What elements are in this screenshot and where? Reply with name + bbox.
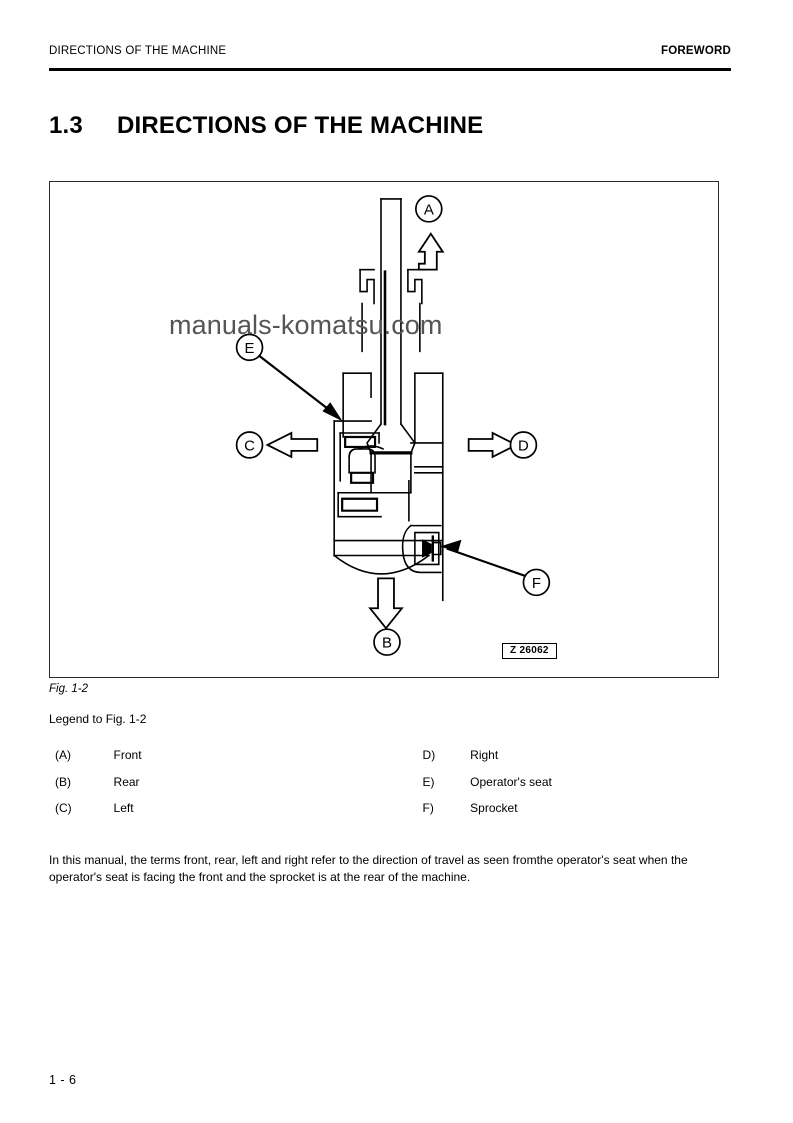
legend-value-a: Front <box>113 748 142 762</box>
legend-key-c: (C) <box>55 801 72 815</box>
section-heading-text: DIRECTIONS OF THE MACHINE <box>117 112 484 140</box>
legend-title: Legend to Fig. 1-2 <box>49 712 147 726</box>
machine-top-view-diagram: A B C D E F <box>235 195 551 656</box>
legend-value-d: Right <box>470 748 499 762</box>
callout-bubble-a: A <box>415 195 443 223</box>
svg-text:B: B <box>382 635 392 652</box>
body-paragraph: In this manual, the terms front, rear, l… <box>49 853 688 884</box>
callout-bubble-e: E <box>235 333 264 362</box>
svg-text:F: F <box>532 575 541 592</box>
header-rule <box>49 68 731 71</box>
section-number: 1.3 <box>49 112 83 140</box>
page-title: 1.3 DIRECTIONS OF THE MACHINE <box>49 112 731 140</box>
legend-value-b: Rear <box>113 774 140 789</box>
svg-text:D: D <box>518 437 529 454</box>
figure-caption: Fig. 1-2 <box>49 683 88 695</box>
legend-key-f: F) <box>422 801 434 815</box>
callout-bubble-d: D <box>509 431 538 459</box>
undercarriage <box>333 479 444 602</box>
legend-value-c: Left <box>113 801 134 815</box>
boom-arm-assembly <box>359 198 423 455</box>
legend-key-a: (A) <box>55 748 71 762</box>
legend-table: (A) Front D) Right (B) Rear E) Operator'… <box>49 748 731 828</box>
legend-value-e: Operator's seat <box>470 774 552 789</box>
legend-row: (C) Left F) Sprocket <box>49 801 731 828</box>
legend-row: (A) Front D) Right <box>49 748 731 775</box>
direction-arrow-c <box>265 431 319 459</box>
direction-arrow-b <box>368 577 404 630</box>
svg-text:E: E <box>245 340 255 357</box>
sprocket <box>401 524 442 574</box>
callout-bubble-f: F <box>522 568 551 597</box>
callout-bubble-b: B <box>373 628 401 656</box>
legend-key-b: (B) <box>55 774 71 789</box>
header-section-label: FOREWORD <box>661 45 731 57</box>
operator-cab <box>337 432 385 518</box>
svg-text:A: A <box>424 201 434 218</box>
header-chapter-title: DIRECTIONS OF THE MACHINE <box>49 45 227 57</box>
direction-arrow-d <box>467 431 519 459</box>
figure-1-2: A B C D E F manuals-komatsu.com Z 26062 <box>49 181 719 678</box>
callout-bubble-c: C <box>235 431 264 459</box>
legend-key-e: E) <box>422 774 435 789</box>
legend-row: (B) Rear E) Operator's seat <box>49 775 731 802</box>
direction-arrow-a <box>417 232 445 271</box>
legend-key-d: D) <box>422 748 436 762</box>
svg-text:C: C <box>244 437 255 454</box>
leader-line-e <box>257 354 343 422</box>
page-header: DIRECTIONS OF THE MACHINE FOREWORD <box>49 45 731 57</box>
drawing-code-label: Z 26062 <box>502 643 557 659</box>
upper-structure <box>333 372 444 542</box>
legend-value-f: Sprocket <box>470 801 518 815</box>
page-number: 1 - 6 <box>49 1073 77 1087</box>
leader-line-f <box>440 539 530 579</box>
